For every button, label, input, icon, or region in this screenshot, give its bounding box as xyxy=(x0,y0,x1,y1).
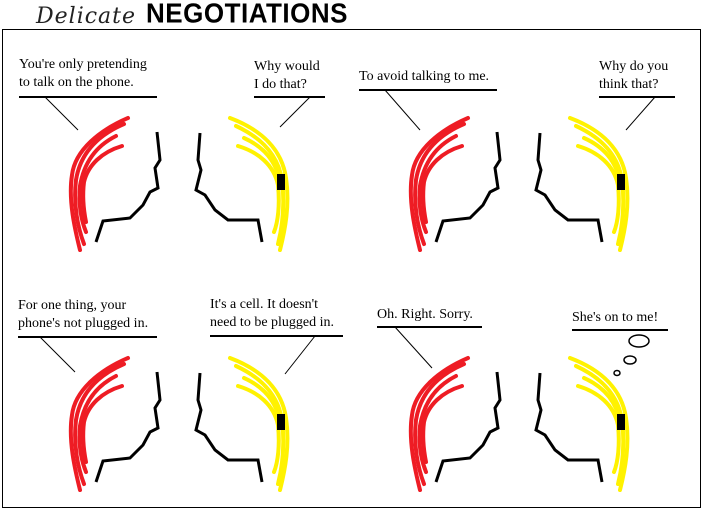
panel-4-figures xyxy=(408,356,630,492)
panel-3-figures xyxy=(68,356,290,492)
panel-1-figures xyxy=(68,116,290,252)
comic-frame xyxy=(2,29,701,508)
caption-p2-left: To avoid talking to me. xyxy=(359,69,490,84)
caption-p4-left: Oh. Right. Sorry. xyxy=(377,307,473,322)
title-bold: NEGOTIATIONS xyxy=(146,0,348,29)
comic-title: Delicate NEGOTIATIONS xyxy=(36,0,348,29)
title-script: Delicate xyxy=(36,4,137,29)
caption-p4-right: She's on to me! xyxy=(572,310,659,325)
thought-bubbles xyxy=(613,334,650,377)
panel-2-figures xyxy=(408,116,630,252)
speech-lines xyxy=(18,89,675,375)
